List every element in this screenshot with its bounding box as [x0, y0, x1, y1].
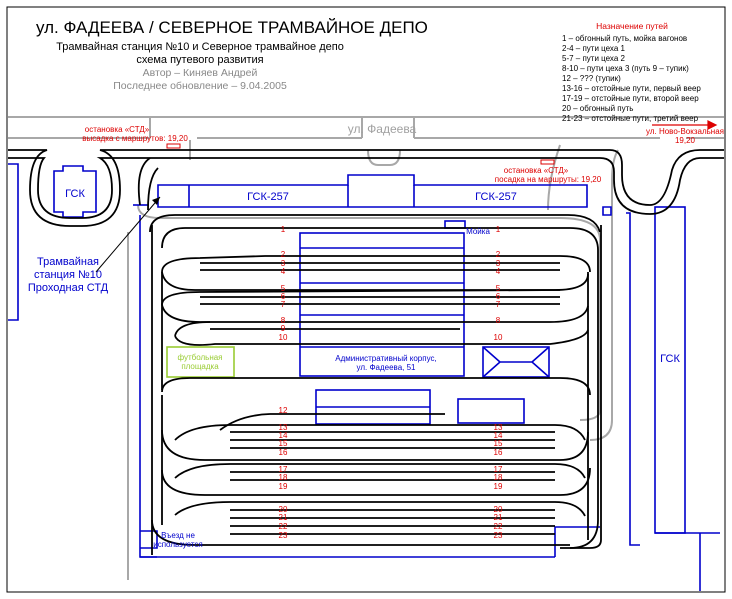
- track-label: 16: [279, 448, 288, 457]
- track-label: 5: [281, 284, 286, 293]
- gsk257-right-label: ГСК-257: [475, 191, 517, 203]
- gsk257-left-label: ГСК-257: [247, 191, 289, 203]
- page-title: ул. ФАДЕЕВА / СЕВЕРНОЕ ТРАМВАЙНОЕ ДЕПО: [36, 18, 428, 37]
- track-label: 1: [281, 225, 286, 234]
- track-label: 10: [279, 333, 288, 342]
- track-numbers-right: 1 2 3 4 5 6 7 8 10 13 14 15 16 17 18 19 …: [494, 225, 503, 540]
- track-label: 7: [281, 300, 286, 309]
- legend-item-3: 5-7 – пути цеха 2: [562, 54, 625, 63]
- page-subtitle: Трамвайная станция №10 и Северное трамва…: [56, 41, 344, 53]
- track-label: 23: [279, 531, 288, 540]
- gsk-right-building: [654, 206, 686, 534]
- station-label-3: Проходная СТД: [28, 282, 109, 294]
- football-field: [166, 346, 235, 378]
- football-label-1: футбольная: [177, 353, 222, 362]
- track-label: 4: [496, 267, 501, 276]
- track-label: 2: [281, 250, 286, 259]
- legend-item-4: 8-10 – пути цеха 3 (путь 9 – тупик): [562, 64, 689, 73]
- track-label: 21: [494, 513, 503, 522]
- track-label: 22: [279, 522, 288, 531]
- direction-arrow: [652, 120, 718, 130]
- lower-building-2: [457, 398, 525, 424]
- stop-right-routes: посадка на маршруты: 19,20: [495, 175, 602, 184]
- gsk-left-building: [53, 165, 97, 218]
- direction-routes: 19,20: [675, 136, 696, 145]
- track-label: 13: [494, 423, 503, 432]
- track-label: 6: [496, 292, 501, 301]
- direction-label: ул. Ново-Вокзальная: [646, 127, 724, 136]
- track-label: 8: [496, 316, 501, 325]
- track-label: 19: [279, 482, 288, 491]
- legend-item-6: 13-16 – отстойные пути, первый веер: [562, 84, 701, 93]
- stop-right-label: остановка «СТД»: [504, 166, 569, 175]
- admin-label-1: Административный корпус,: [335, 354, 436, 363]
- entry-label-1: Въезд не: [161, 531, 195, 540]
- wash-label: Мойка: [466, 227, 490, 236]
- track-label: 12: [279, 406, 288, 415]
- track-label: 22: [494, 522, 503, 531]
- legend-item-1: 1 – обгонный путь, мойка вагонов: [562, 34, 687, 43]
- legend-title: Назначение путей: [596, 21, 668, 31]
- gsk-right-label: ГСК: [660, 353, 680, 365]
- stop-marker-left: [166, 143, 181, 149]
- track-label: 19: [494, 482, 503, 491]
- track-label: 23: [494, 531, 503, 540]
- author-line: Автор – Киняев Андрей: [143, 67, 258, 79]
- legend-item-5: 12 – ??? (тупик): [562, 74, 621, 83]
- football-label-2: площадка: [181, 362, 219, 371]
- station-label-2: станция №10: [34, 269, 102, 281]
- stop-left-routes: высадка с маршрутов: 19,20: [82, 134, 188, 143]
- track-label: 10: [494, 333, 503, 342]
- track-label: 16: [494, 448, 503, 457]
- legend-item-8: 20 – обгонный путь: [562, 104, 633, 113]
- legend-item-2: 2-4 – пути цеха 1: [562, 44, 625, 53]
- track-numbers-left: 1 2 3 4 5 6 7 8 9 10 12 13 14 15 16 17 1…: [279, 225, 288, 540]
- track-label: 18: [279, 473, 288, 482]
- gsk-left-label: ГСК: [65, 188, 85, 200]
- warehouse-right: [482, 346, 550, 378]
- track-label: 20: [494, 505, 503, 514]
- station-pointer-line: [95, 196, 161, 273]
- buildings-outline: [8, 163, 720, 591]
- admin-label-2: ул. Фадеева, 51: [357, 363, 417, 372]
- track-label: 6: [281, 292, 286, 301]
- track-label: 20: [279, 505, 288, 514]
- track-label: 15: [279, 439, 288, 448]
- track-label: 3: [281, 259, 286, 268]
- track-label: 17: [494, 465, 503, 474]
- wash-building: [444, 220, 466, 229]
- track-label: 13: [279, 423, 288, 432]
- track-label: 2: [496, 250, 501, 259]
- page-subtitle-2: схема путевого развития: [136, 54, 263, 66]
- station-label-1: Трамвайная: [37, 256, 99, 268]
- track-label: 17: [279, 465, 288, 474]
- tram-tracks: [8, 149, 724, 555]
- track-label: 14: [494, 431, 503, 440]
- legend-item-9: 21-23 – отстойные пути, третий веер: [562, 114, 699, 123]
- track-label: 4: [281, 267, 286, 276]
- track-label: 5: [496, 284, 501, 293]
- track-label: 21: [279, 513, 288, 522]
- track-label: 7: [496, 300, 501, 309]
- outer-frame: [6, 6, 726, 593]
- track-label: 8: [281, 316, 286, 325]
- track-label: 18: [494, 473, 503, 482]
- entry-label-2: используется: [153, 540, 203, 549]
- station-pointer-arrowhead: [152, 197, 160, 205]
- stop-left-label: остановка «СТД»: [85, 125, 150, 134]
- track-label: 14: [279, 431, 288, 440]
- track-label: 3: [496, 259, 501, 268]
- legend-item-7: 17-19 – отстойные пути, второй веер: [562, 94, 699, 103]
- street-label: ул. Фадеева: [348, 122, 417, 136]
- updated-line: Последнее обновление – 9.04.2005: [113, 80, 287, 92]
- track-label: 9: [281, 324, 286, 333]
- stop-marker-right: [540, 159, 555, 165]
- track-label: 1: [496, 225, 501, 234]
- track-label: 15: [494, 439, 503, 448]
